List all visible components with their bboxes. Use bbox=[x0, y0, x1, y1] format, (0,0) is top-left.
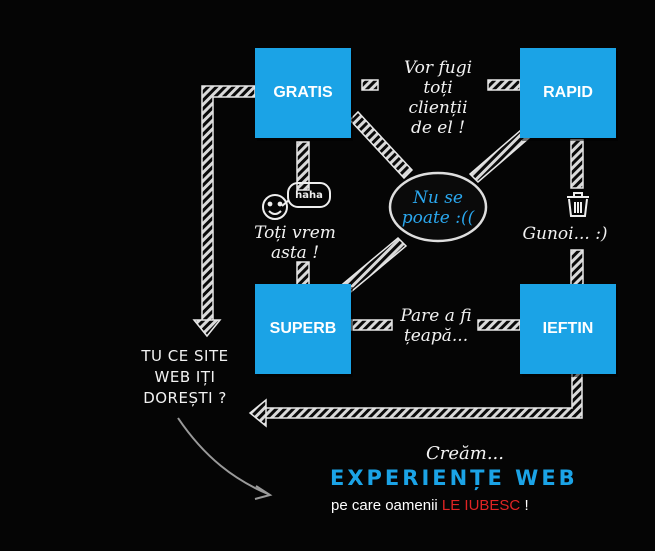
bottom-arrow-line bbox=[263, 371, 583, 419]
connector-rapid-ieftin bbox=[570, 139, 584, 189]
left-arrow-line bbox=[201, 85, 256, 323]
label-left-line1: Toți vrem bbox=[254, 223, 336, 243]
smiley-icon bbox=[262, 194, 288, 220]
label-bottom-line2: țeapă... bbox=[403, 326, 469, 346]
left-arrow-head bbox=[192, 319, 222, 338]
label-right: Gunoi... :) bbox=[510, 224, 620, 244]
label-bottom: Pare a fi țeapă... bbox=[388, 306, 484, 346]
connector-gratis-rapid-right bbox=[487, 79, 521, 91]
node-gratis: GRATIS bbox=[255, 48, 351, 138]
tagline-sub-before: pe care oamenii bbox=[331, 497, 438, 514]
label-top-line1: Vor fugi bbox=[403, 58, 473, 78]
label-right-text: Gunoi... :) bbox=[522, 224, 608, 244]
trash-can-icon bbox=[567, 192, 589, 217]
tagline-headline: EXPERIENȚE WEB bbox=[330, 466, 578, 490]
label-center-line2: poate :(( bbox=[401, 208, 475, 228]
diagonal-gratis-center bbox=[348, 110, 414, 180]
connector-gratis-superb bbox=[296, 141, 310, 191]
speech-bubble-text: haha bbox=[295, 189, 323, 201]
node-rapid-label: RAPID bbox=[543, 84, 593, 101]
node-gratis-label: GRATIS bbox=[273, 84, 333, 101]
label-center: Nu se poate :(( bbox=[393, 188, 483, 228]
connector-rapid-ieftin-lower bbox=[570, 249, 584, 287]
connector-gratis-superb-lower bbox=[296, 261, 310, 287]
node-ieftin: IEFTIN bbox=[520, 284, 616, 374]
connector-lines bbox=[192, 79, 584, 428]
label-left: Toți vrem asta ! bbox=[240, 223, 350, 263]
tagline-subline: pe care oamenii LE IUBESC ! bbox=[331, 497, 529, 514]
curved-arrow bbox=[177, 417, 269, 495]
question-line2: WEB IȚI bbox=[154, 368, 216, 386]
tagline-intro: Creăm... bbox=[426, 443, 504, 464]
label-center-line1: Nu se bbox=[412, 188, 463, 208]
bottom-arrow-head bbox=[248, 398, 267, 428]
question-line1: TU CE SITE bbox=[141, 347, 229, 365]
node-superb-label: SUPERB bbox=[269, 320, 337, 337]
speech-bubble: haha bbox=[287, 182, 331, 208]
label-top: Vor fugi toți clienții de el ! bbox=[392, 58, 484, 138]
label-top-line4: de el ! bbox=[410, 118, 466, 138]
curved-arrow-head bbox=[254, 485, 273, 500]
node-superb: SUPERB bbox=[255, 284, 351, 374]
connector-gratis-rapid bbox=[361, 79, 379, 91]
node-ieftin-label: IEFTIN bbox=[542, 320, 594, 337]
question-text: TU CE SITE WEB IȚI DOREȘTI ? bbox=[115, 346, 255, 409]
label-left-line2: asta ! bbox=[270, 243, 320, 263]
center-ellipse bbox=[388, 171, 488, 243]
tagline-sub-highlight: LE IUBESC bbox=[441, 497, 521, 514]
connector-superb-ieftin-right bbox=[477, 319, 521, 331]
question-line3: DOREȘTI ? bbox=[143, 389, 227, 407]
label-top-line3: clienții bbox=[408, 98, 468, 118]
connector-superb-ieftin-left bbox=[351, 319, 393, 331]
tagline-sub-after: ! bbox=[524, 497, 529, 514]
label-bottom-line1: Pare a fi bbox=[400, 306, 472, 326]
node-rapid: RAPID bbox=[520, 48, 616, 138]
label-top-line2: toți bbox=[423, 78, 453, 98]
